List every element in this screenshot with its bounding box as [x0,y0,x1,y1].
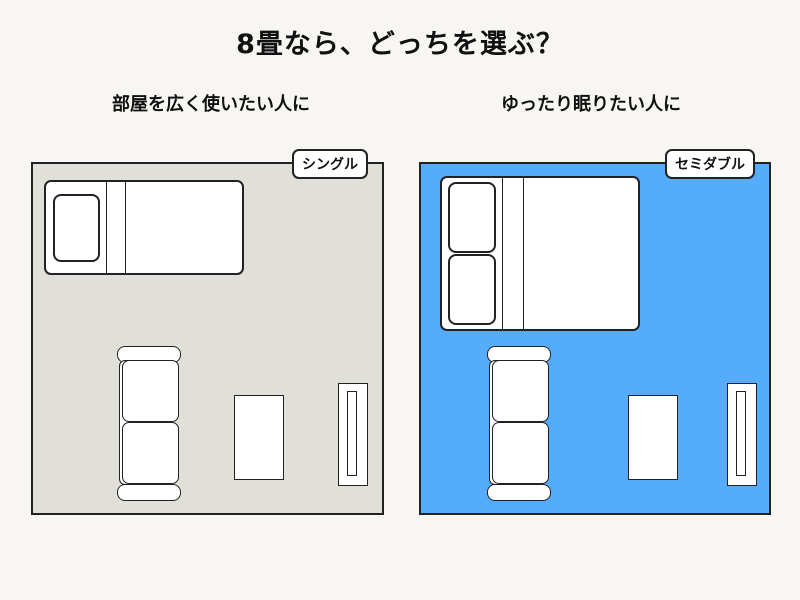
single-heading: 部屋を広く使いたい人に [112,94,310,115]
semi-double-heading: ゆったり眠りたい人に [501,94,681,115]
sofa-cushion [122,360,179,422]
sofa-armrest [487,484,551,501]
bed-divider-line [125,182,126,273]
pillow [448,182,496,253]
sofa-armrest [117,484,181,501]
room-single-floor-plan: シングル [31,149,384,515]
bed-divider-line [523,178,524,329]
sofa [487,346,553,501]
page-title: 8畳なら、どっちを選ぶ？ [236,29,564,60]
sofa-cushion [492,422,549,484]
pillow [448,254,496,325]
semi-double-bed [440,176,640,331]
room-semi-double-floor-plan: セミダブル [419,149,771,515]
low-table [234,395,284,480]
bed-divider-line [502,178,503,329]
single-bed [44,180,244,275]
bed-divider-line [106,182,107,273]
sofa [117,346,183,501]
single-badge: シングル [292,149,368,179]
tv-stand [338,383,368,486]
low-table [628,395,678,480]
sofa-cushion [122,422,179,484]
pillow [53,194,100,262]
semi-double-badge: セミダブル [665,149,755,179]
tv-stand [727,383,757,486]
sofa-cushion [492,360,549,422]
